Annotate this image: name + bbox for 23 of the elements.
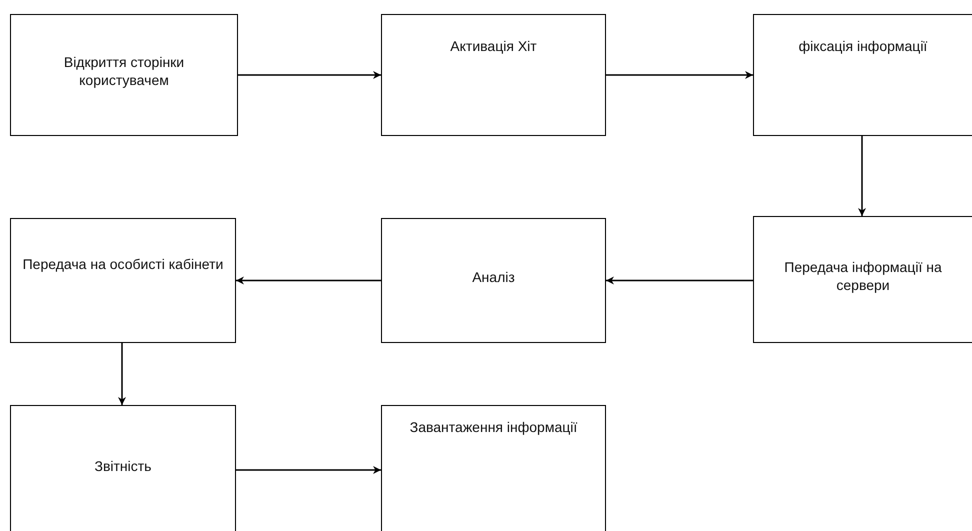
process-box xyxy=(10,14,238,136)
box-label: Звітність xyxy=(94,457,152,475)
arrow xyxy=(858,136,866,216)
process-box xyxy=(10,405,236,531)
process-box xyxy=(10,218,236,343)
process-box xyxy=(381,14,606,136)
box-label: Відкриття сторінки користувачем xyxy=(62,53,186,89)
process-box xyxy=(381,218,606,343)
box-label: Аналіз xyxy=(472,268,515,286)
process-box xyxy=(753,14,972,136)
box-label: Передача на особисті кабінети xyxy=(22,255,224,273)
box-label: Активація Хіт xyxy=(450,37,537,55)
arrow xyxy=(606,71,753,79)
process-box xyxy=(381,405,606,531)
arrow xyxy=(236,276,381,284)
box-label: фіксація інформації xyxy=(798,37,928,55)
arrow xyxy=(236,466,381,474)
box-label: Завантаження інформації xyxy=(410,418,578,436)
arrow xyxy=(238,71,381,79)
process-box xyxy=(753,216,972,343)
arrow xyxy=(118,343,126,405)
arrow xyxy=(606,276,753,284)
box-label: Передача інформації на сервери xyxy=(783,258,943,294)
